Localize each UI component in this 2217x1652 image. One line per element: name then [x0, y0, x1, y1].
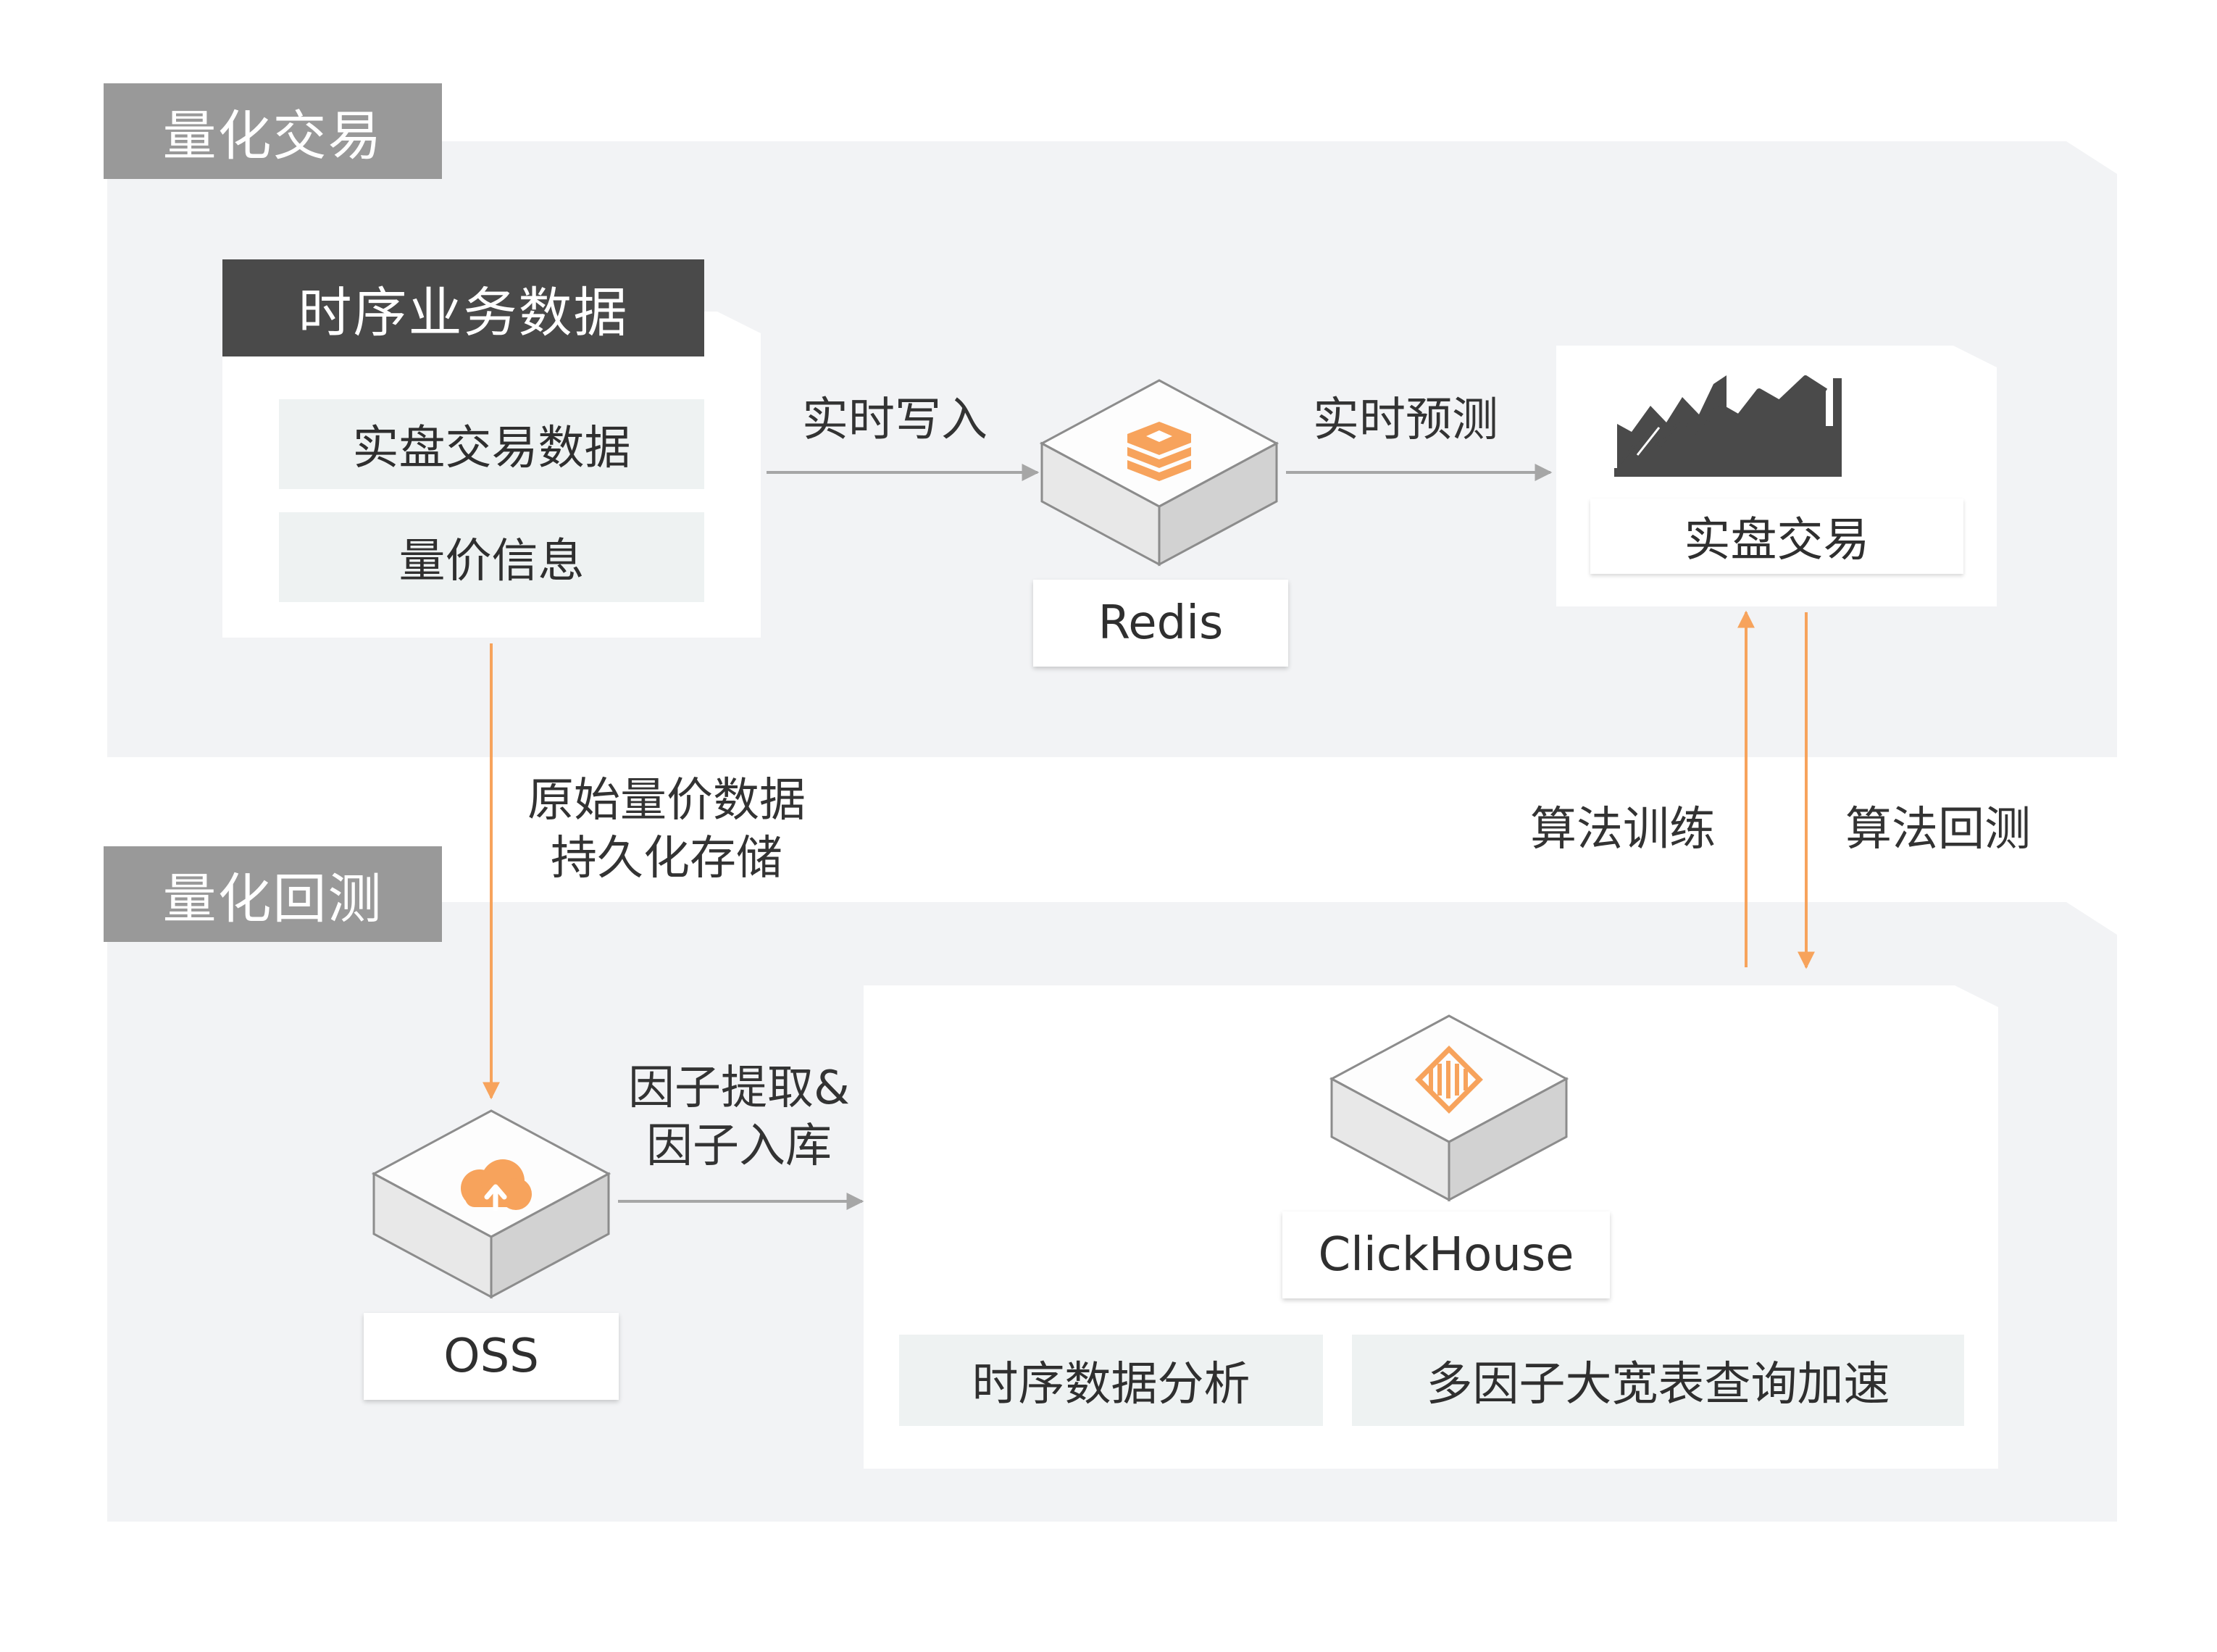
section-title-backtest: 量化回测: [104, 846, 442, 942]
section-title-trading: 量化交易: [104, 83, 442, 179]
flow-label-algo-train: 算法训练: [1530, 803, 1716, 856]
flow-label-realtime-predict: 实时预测: [1313, 393, 1498, 447]
clickhouse-bars-icon: [1415, 1046, 1483, 1114]
flow-label-persist-2: 持久化存储: [551, 832, 782, 885]
flow-label-factor-1: 因子提取&: [628, 1061, 850, 1115]
live-trading-label: 实盘交易: [1590, 498, 1963, 574]
flow-label-realtime-write: 实时写入: [802, 393, 988, 447]
flow-label-persist-1: 原始量价数据: [527, 774, 806, 827]
oss-label: OSS: [364, 1313, 619, 1400]
redis-stack-icon: [1127, 422, 1191, 481]
timeseries-item-price-volume: 量价信息: [279, 512, 704, 602]
timeseries-item-live-data: 实盘交易数据: [279, 399, 704, 489]
redis-label: Redis: [1033, 580, 1288, 667]
timeseries-card-title: 时序业务数据: [222, 259, 704, 356]
clickhouse-feature-timeseries: 时序数据分析: [899, 1335, 1323, 1426]
clickhouse-feature-wide-table: 多因子大宽表查询加速: [1352, 1335, 1964, 1426]
cloud-upload-icon: [461, 1159, 532, 1211]
stock-chart-icon: [1614, 375, 1842, 477]
clickhouse-label: ClickHouse: [1282, 1211, 1610, 1298]
flow-label-factor-2: 因子入库: [646, 1119, 832, 1173]
flow-label-algo-backtest: 算法回测: [1845, 803, 2031, 856]
